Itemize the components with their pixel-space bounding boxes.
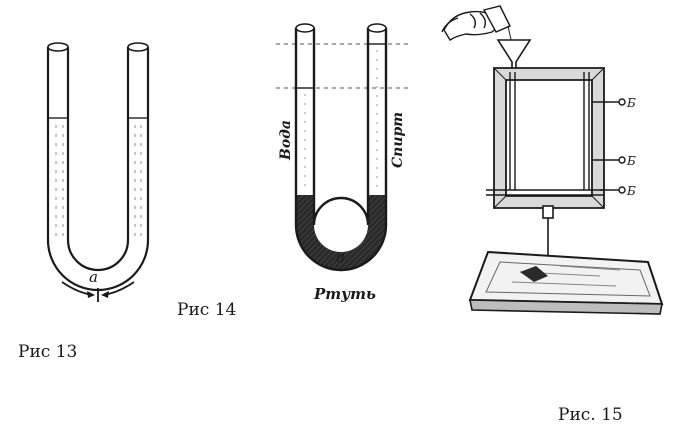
fig15-horizontal-tube xyxy=(486,189,604,196)
fig13-u-tube: a xyxy=(46,42,150,302)
fig15-tap-label-3: Б xyxy=(626,184,636,198)
fig13-caption: Рис 13 xyxy=(18,342,78,362)
fig15-hand xyxy=(441,10,499,41)
fig14-left-liquid-label: Вода xyxy=(278,120,294,161)
fig15-tap-label-1: Б xyxy=(626,96,636,110)
fig13-pressure-arrows xyxy=(61,281,135,302)
fig14-caption: Рис 14 xyxy=(177,300,237,320)
fig15-frame xyxy=(493,67,605,209)
fig15-caption: Рис. 15 xyxy=(558,405,623,425)
fig15-taps xyxy=(592,98,626,194)
fig14-level-lines xyxy=(276,43,410,89)
fig14-point-label: a xyxy=(336,248,345,266)
fig14-right-liquid-label: Спирт xyxy=(390,112,406,168)
fig15-tray xyxy=(468,250,664,315)
fig15-apparatus: Б Б Б xyxy=(441,5,664,315)
fig14-mercury xyxy=(296,195,386,270)
fig14-u-tube: Вода Спирт a Ртуть xyxy=(276,23,410,303)
fig15-tap-label-2: Б xyxy=(626,154,636,168)
fig13-point-label: a xyxy=(89,268,98,286)
fig14-bottom-liquid-label: Ртуть xyxy=(313,285,376,303)
